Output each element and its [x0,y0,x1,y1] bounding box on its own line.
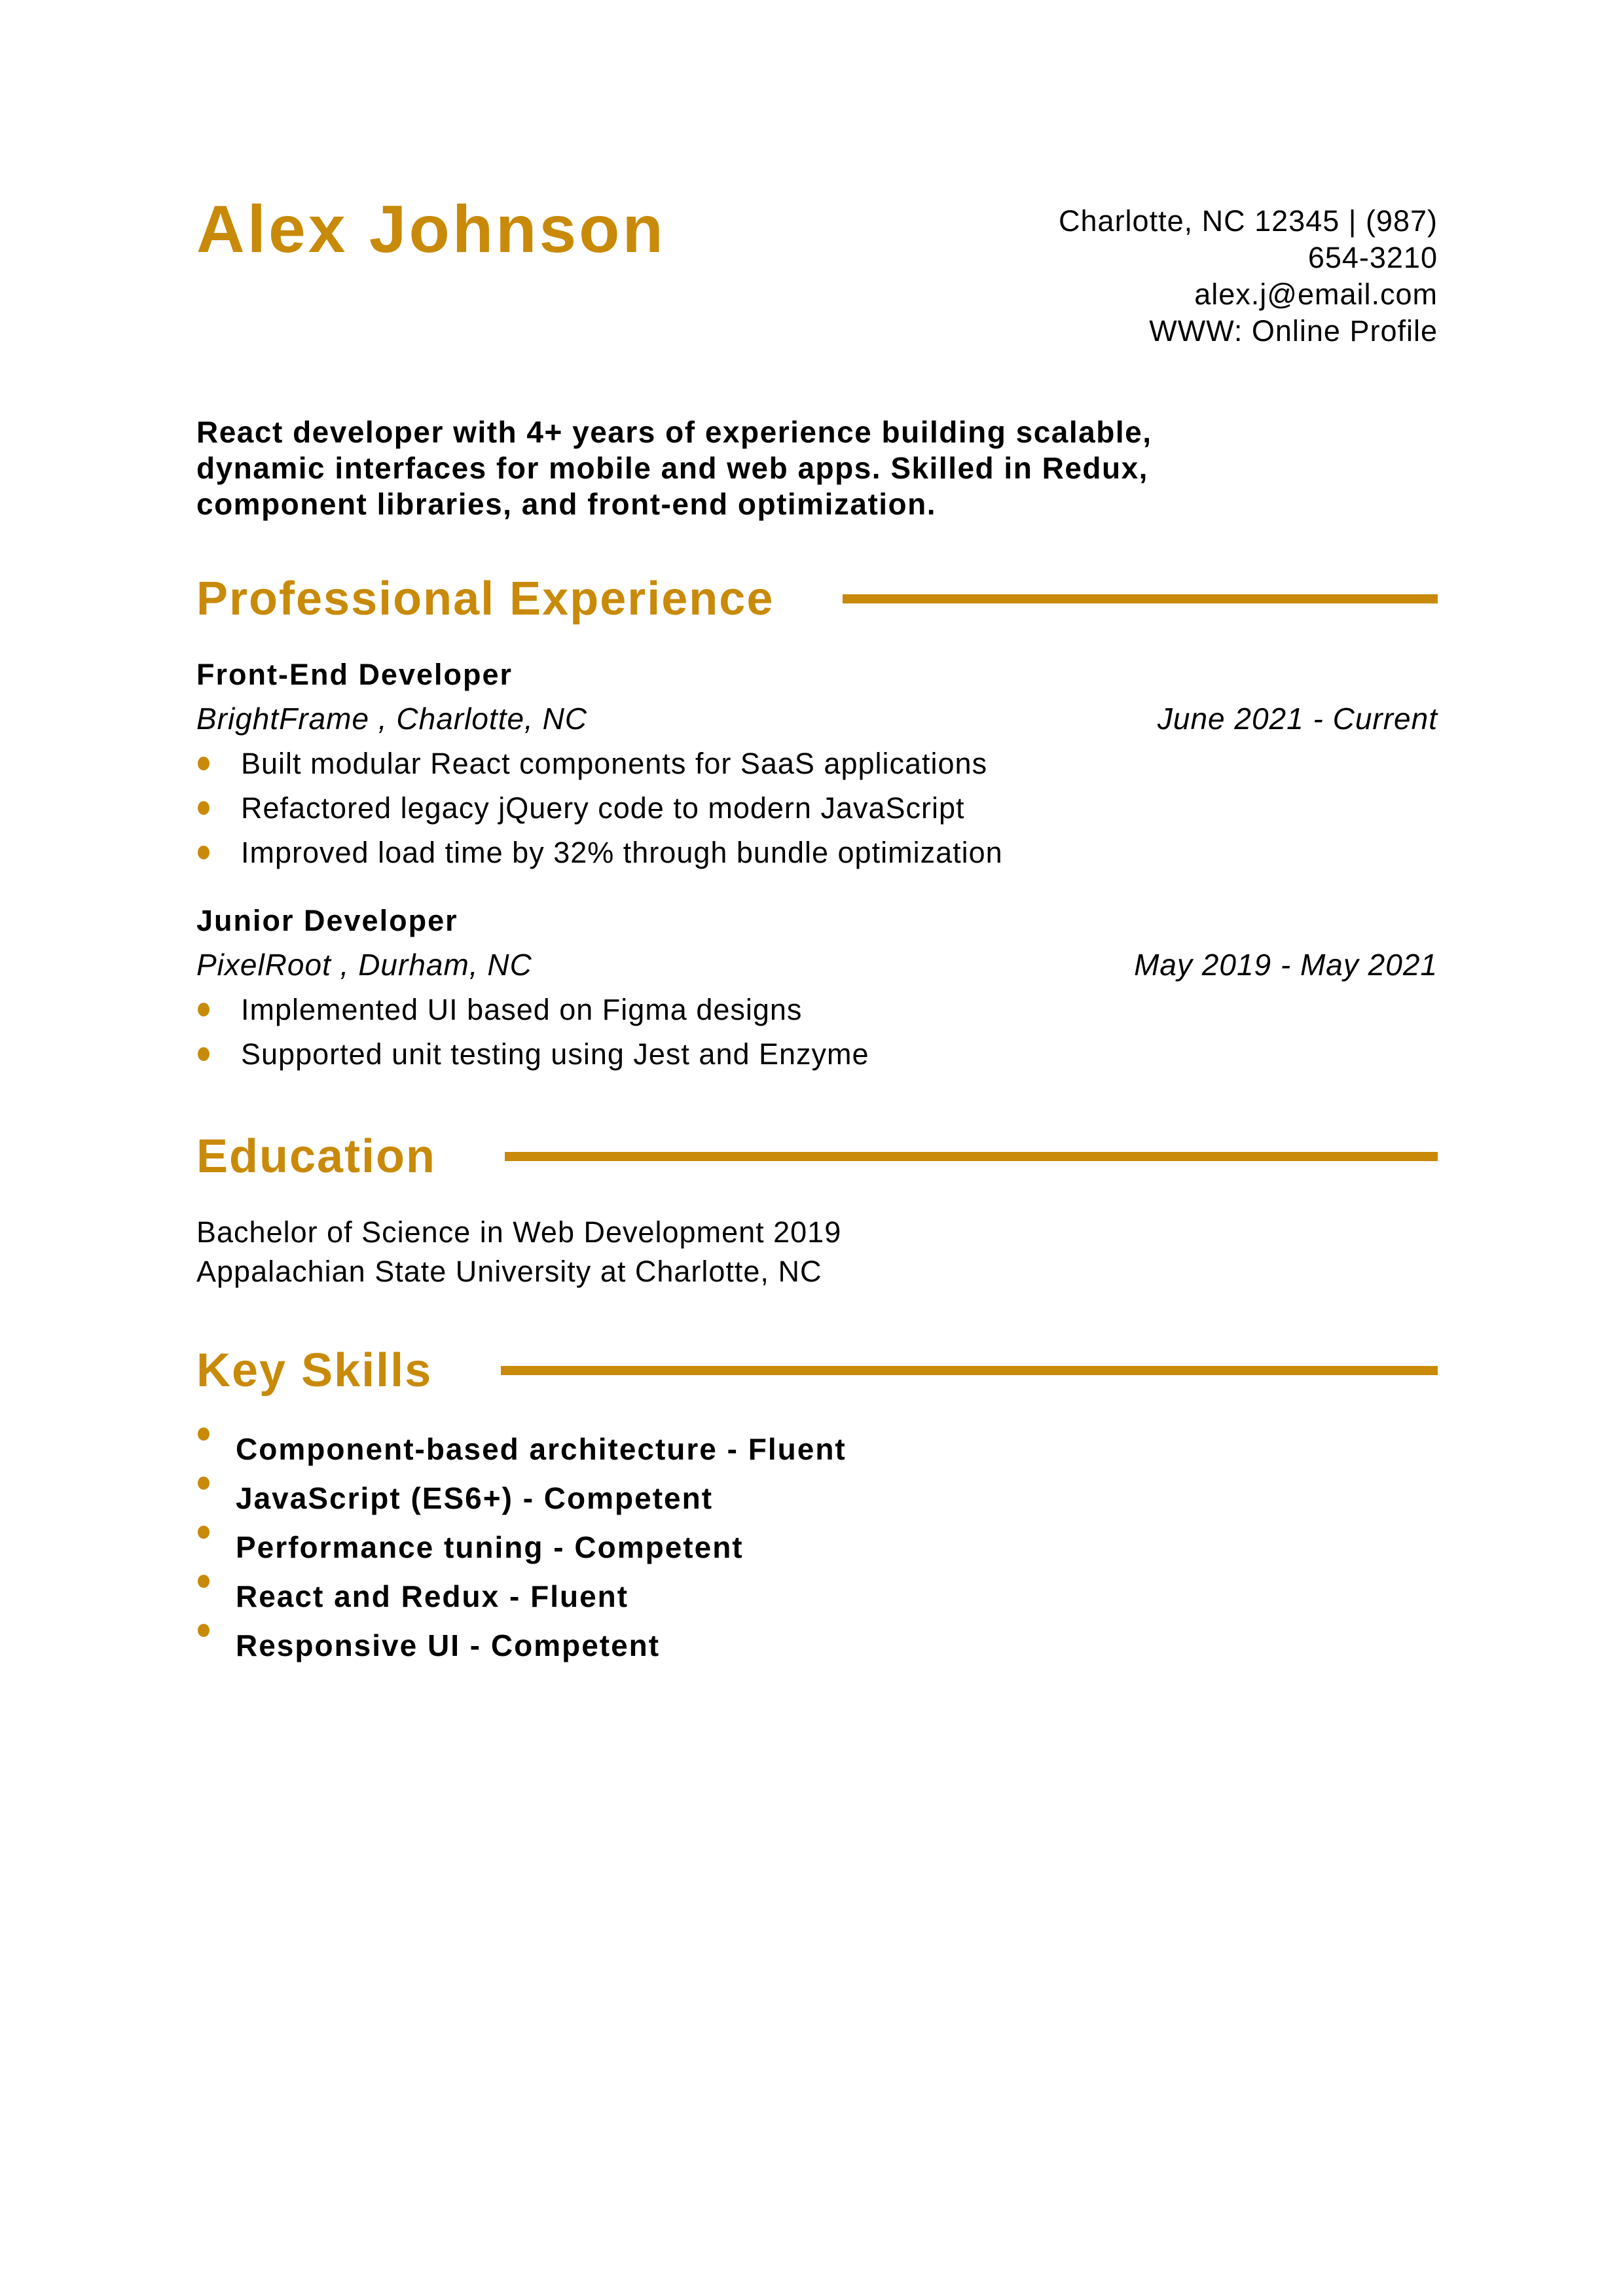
section-key-skills: Key Skills Component-based architecture … [196,1347,1438,1670]
summary-line: React developer with 4+ years of experie… [196,415,1152,449]
contact-phone-continued: 654-3210 [1307,241,1438,274]
education-section-title: Education [196,1130,437,1183]
job-bullet: Refactored legacy jQuery code to modern … [196,786,1438,831]
job-title: Junior Developer [196,904,458,937]
contact-website: WWW: Online Profile [1149,314,1438,348]
job-bullet: Implemented UI based on Figma designs [196,988,1438,1032]
job-bullet: Improved load time by 32% through bundle… [196,831,1438,875]
resume-page: Alex Johnson Charlotte, NC 12345 | (987)… [196,195,1438,1670]
skills-list: Component-based architecture - Fluent Ja… [196,1425,1438,1670]
job-title: Front-End Developer [196,658,513,691]
skill-item: Component-based architecture - Fluent [196,1425,1438,1474]
section-rule [501,1366,1438,1375]
professional-summary: React developer with 4+ years of experie… [196,414,1438,522]
contact-location-phone: Charlotte, NC 12345 | (987) [1059,204,1438,238]
section-rule [843,594,1438,603]
job-entry-junior-developer: Junior Developer PixelRoot , Durham, NC … [196,905,1438,1077]
job-dates: May 2019 - May 2021 [1134,948,1438,982]
summary-line: dynamic interfaces for mobile and web ap… [196,451,1148,485]
education-school: Appalachian State University at Charlott… [196,1255,822,1288]
job-entry-front-end-developer: Front-End Developer BrightFrame , Charlo… [196,658,1438,875]
skill-item: JavaScript (ES6+) - Competent [196,1474,1438,1523]
job-bullet-list: Built modular React components for SaaS … [196,742,1438,875]
resume-header: Alex Johnson Charlotte, NC 12345 | (987)… [196,195,1438,350]
skill-item: React and Redux - Fluent [196,1572,1438,1621]
education-degree: Bachelor of Science in Web Development 2… [196,1215,842,1249]
experience-section-title: Professional Experience [196,573,775,625]
section-rule [505,1152,1438,1161]
contact-info: Charlotte, NC 12345 | (987) 654-3210 ale… [1059,203,1438,350]
job-meta-row: BrightFrame , Charlotte, NC June 2021 - … [196,702,1438,736]
job-meta-row: PixelRoot , Durham, NC May 2019 - May 20… [196,948,1438,982]
skill-item: Responsive UI - Competent [196,1621,1438,1670]
education-heading-row: Education [196,1133,1438,1180]
skill-item: Performance tuning - Competent [196,1523,1438,1572]
job-bullet: Built modular React components for SaaS … [196,742,1438,786]
job-bullet-list: Implemented UI based on Figma designs Su… [196,988,1438,1077]
section-experience: Professional Experience Front-End Develo… [196,575,1438,1077]
skills-heading-row: Key Skills [196,1347,1438,1394]
candidate-name: Alex Johnson [196,192,666,266]
job-company-location: BrightFrame , Charlotte, NC [196,702,588,736]
section-education: Education Bachelor of Science in Web Dev… [196,1133,1438,1291]
job-company-location: PixelRoot , Durham, NC [196,948,532,982]
experience-heading-row: Professional Experience [196,575,1438,622]
job-bullet: Supported unit testing using Jest and En… [196,1032,1438,1077]
contact-email: alex.j@email.com [1194,278,1438,311]
job-dates: June 2021 - Current [1157,702,1438,736]
summary-line: component libraries, and front-end optim… [196,487,937,521]
skills-section-title: Key Skills [196,1344,433,1397]
education-details: Bachelor of Science in Web Development 2… [196,1213,1438,1291]
